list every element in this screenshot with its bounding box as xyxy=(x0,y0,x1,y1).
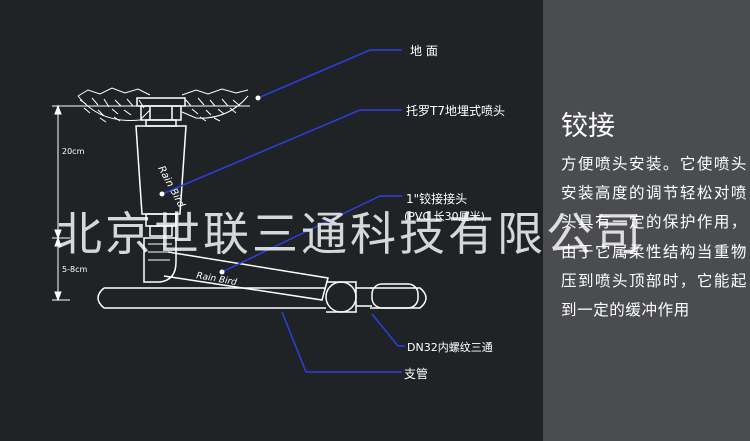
label-tee: DN32内螺纹三通 xyxy=(407,340,493,354)
dim-lower-label: 5-8cm xyxy=(62,265,87,274)
label-lateral-pipe: 支管 xyxy=(404,366,428,381)
panel-title: 铰接 xyxy=(561,111,615,142)
dimension-lines xyxy=(52,104,70,302)
sprinkler-head xyxy=(136,97,186,127)
dim-upper-label: 20cm xyxy=(62,147,85,156)
company-watermark: 北京世联三通科技有限公司 xyxy=(56,207,644,261)
panel-description: 方便喷头安装。它使喷头安装高度的调节轻松对喷头具有一定的保护作用，由于它属柔性结… xyxy=(561,155,747,320)
lateral-pipe xyxy=(97,287,427,309)
leader-dots xyxy=(159,95,261,275)
joint-brand-text: Rain Bird xyxy=(195,271,237,288)
label-ground: 地 面 xyxy=(410,44,438,58)
label-sprinkler: 托罗T7地埋式喷头 xyxy=(406,104,505,118)
installation-diagram: Rain Bird Rain Bird xyxy=(52,44,505,381)
label-swing-joint: 1"铰接接头 xyxy=(406,191,467,206)
label-swing-joint-spec: (PVC 长30厘米) xyxy=(404,210,485,223)
diagram-canvas: Rain Bird Rain Bird xyxy=(52,44,505,381)
description-panel: 铰接 方便喷头安装。它使喷头安装高度的调节轻松对喷头具有一定的保护作用，由于它属… xyxy=(543,0,750,441)
leader-lines xyxy=(161,49,405,373)
ground-soil xyxy=(66,87,250,123)
